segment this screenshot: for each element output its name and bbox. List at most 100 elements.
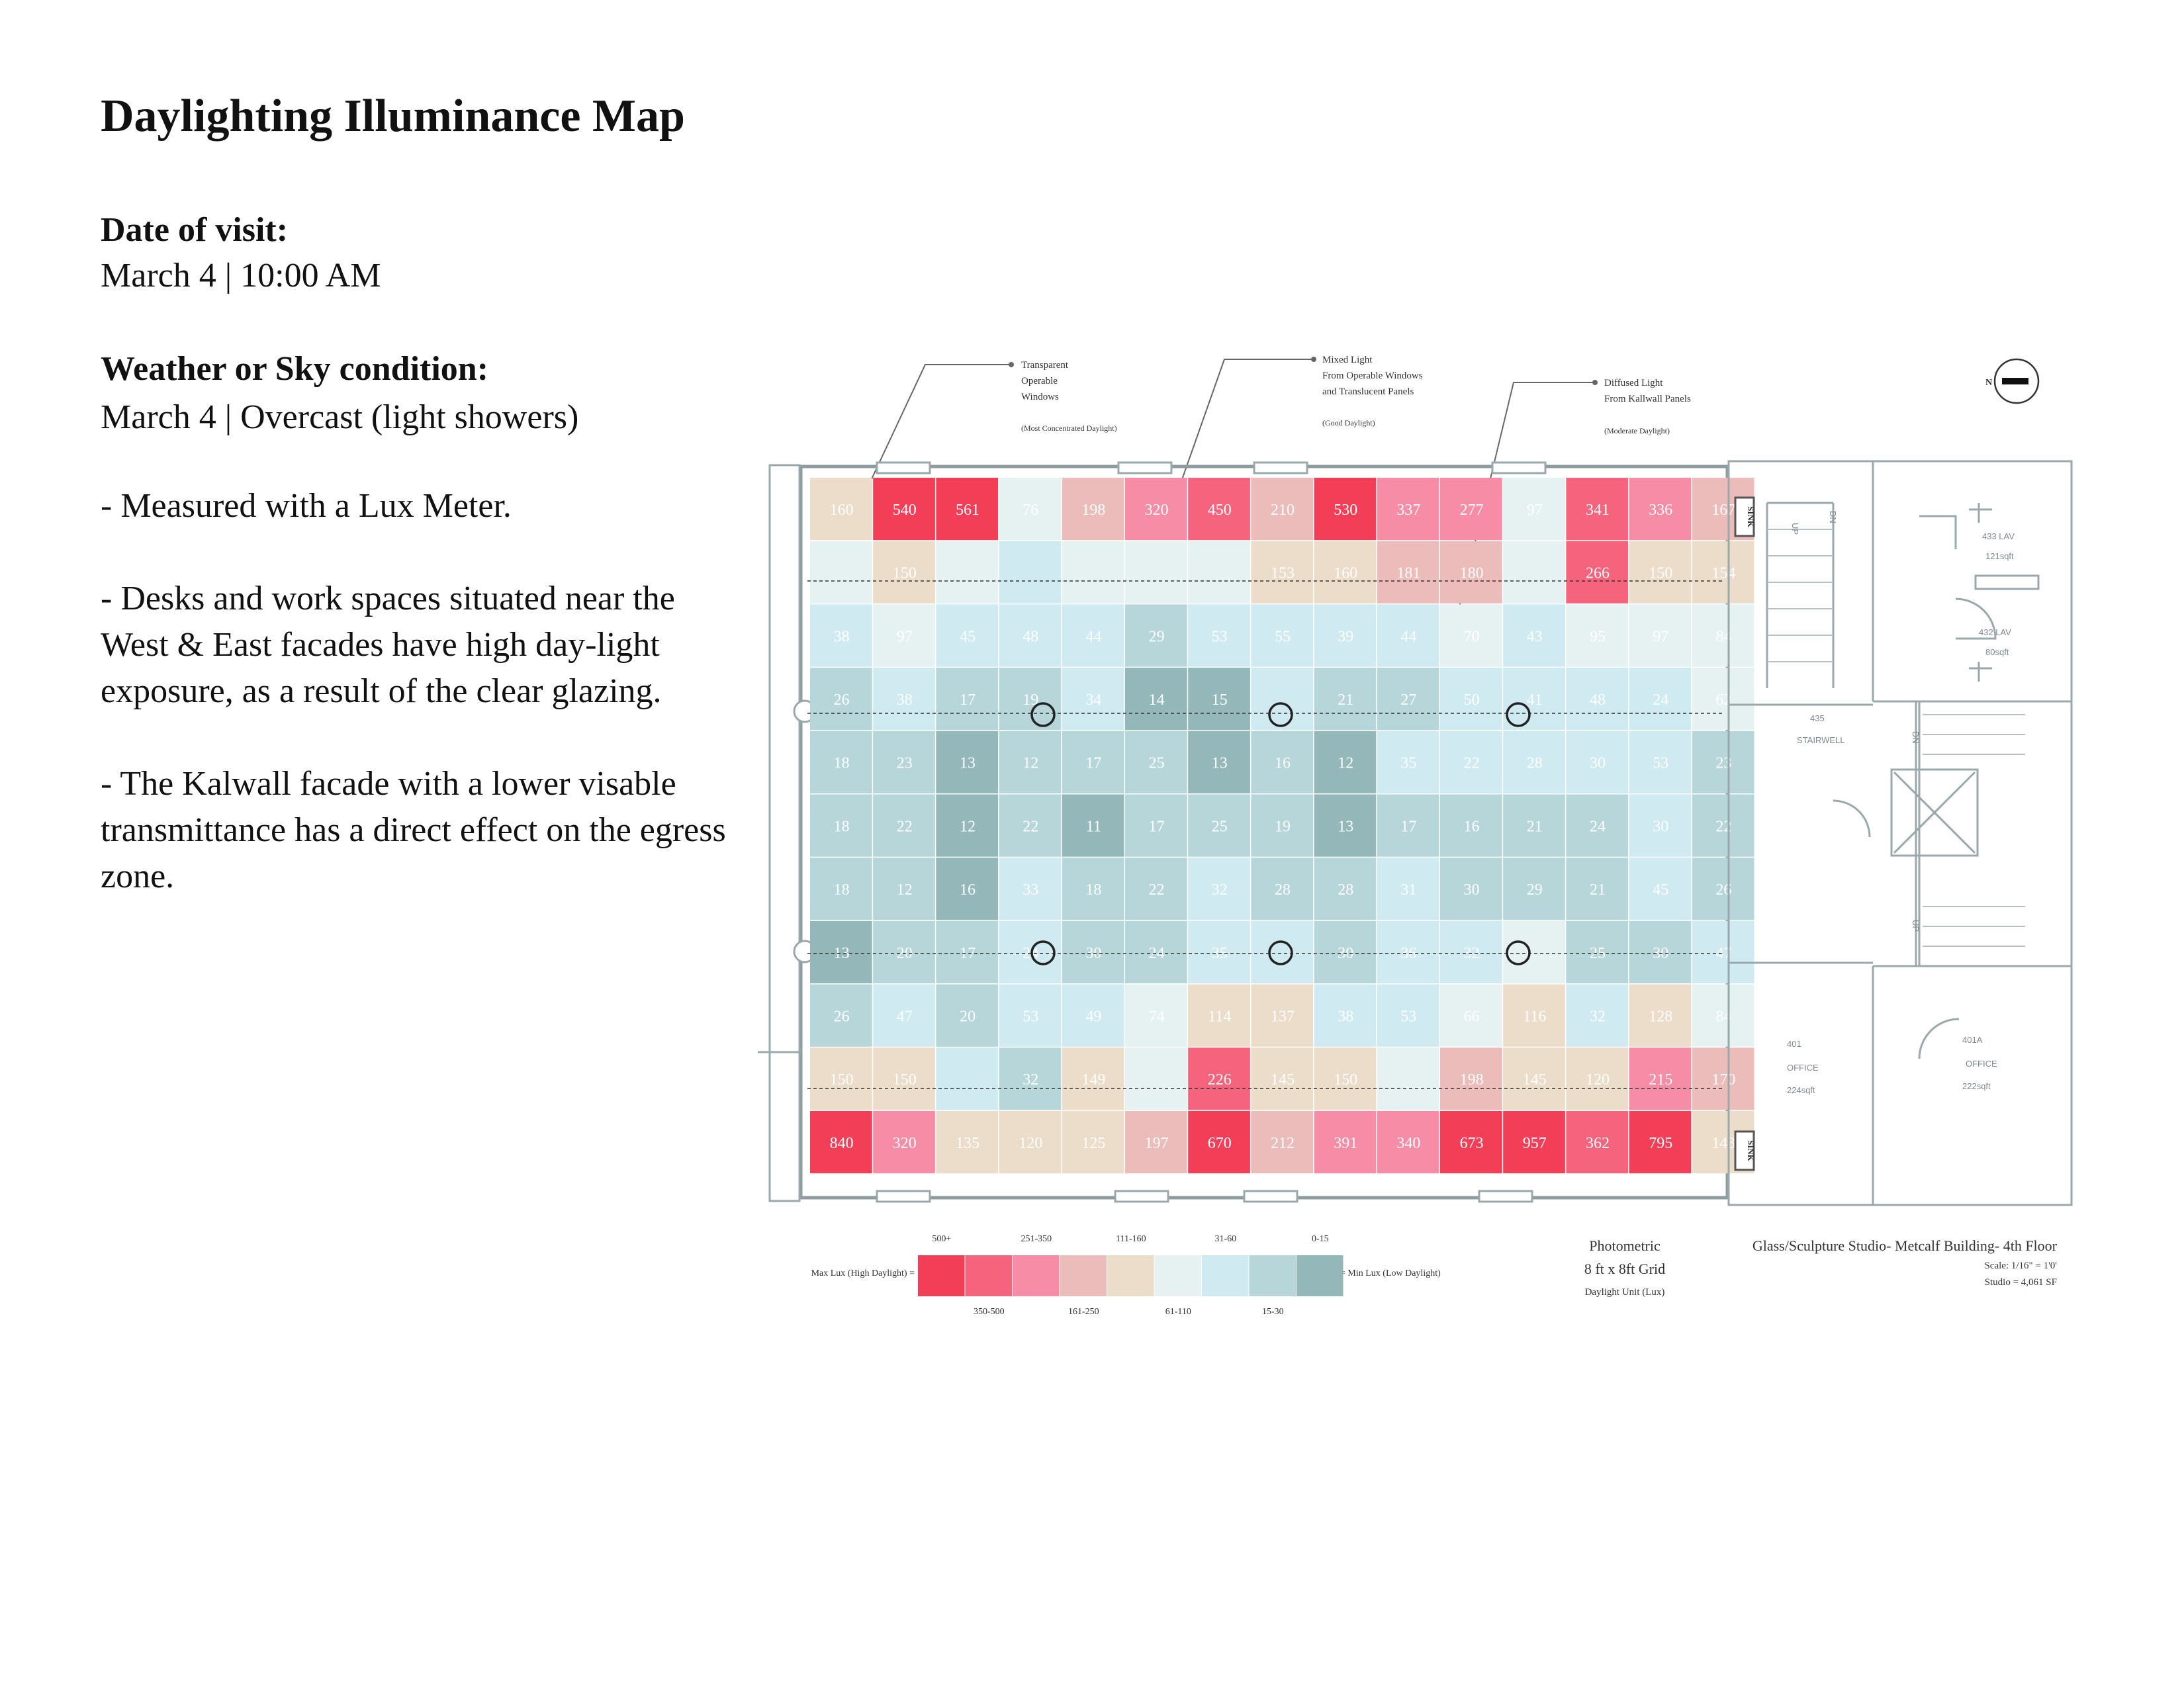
heatmap-cell-value: 530 (1334, 502, 1357, 519)
room-401-area: 224sqft (1787, 1085, 1815, 1095)
east-wing-plan (1727, 460, 2073, 1206)
heatmap-cell (1314, 1047, 1377, 1110)
heatmap-cell-value: 957 (1523, 1135, 1547, 1152)
heatmap-cell (810, 794, 872, 857)
heatmap-cell-value: 18 (834, 881, 850, 899)
heatmap-cell (1062, 794, 1124, 857)
heatmap-cell-value: 116 (1523, 1008, 1546, 1025)
heatmap-cell-value: 30 (1653, 818, 1668, 835)
annotation-3-note: (Moderate Daylight) (1604, 426, 1670, 435)
legend-swatch (1013, 1255, 1060, 1296)
sink-label-bottom: SINK (1746, 1140, 1756, 1162)
heatmap-cell (1440, 668, 1502, 731)
heatmap-cell (1314, 541, 1377, 603)
annotation-1-line-2: Operable (1021, 376, 1058, 386)
heatmap-cell (1377, 1047, 1439, 1110)
heatmap-cell-value: 181 (1396, 565, 1420, 582)
heatmap-cell (1314, 731, 1377, 793)
heatmap-cell (810, 731, 872, 793)
weather-label: Weather or Sky condition: (101, 350, 489, 388)
stair-down-label-1: DN (1828, 511, 1838, 523)
heatmap-cell-value: 97 (1653, 628, 1668, 645)
heatmap-cell-value: 66 (1464, 1008, 1480, 1025)
heatmap-cell (1251, 984, 1314, 1047)
heatmap-cell-value: 53 (1653, 755, 1668, 772)
heatmap-cell (999, 731, 1062, 793)
stair-down-label-2: DN (1911, 731, 1921, 744)
heatmap-cell-value: 20 (960, 1008, 976, 1025)
heatmap-cell-value: 32 (1023, 1071, 1038, 1088)
heatmap-cell-value: 16 (1275, 755, 1291, 772)
legend-range-label: 61-110 (1165, 1307, 1191, 1317)
heatmap-cell (1062, 731, 1124, 793)
room-432-name: 432 LAV (1979, 627, 2011, 637)
heatmap-cell (936, 604, 999, 667)
heatmap-cell-value: 226 (1208, 1071, 1232, 1088)
heatmap-cell-value: 340 (1396, 1135, 1420, 1152)
heatmap-cell-value: 150 (893, 565, 917, 582)
heatmap-cell (1125, 541, 1187, 603)
heatmap-cell (1251, 541, 1314, 603)
heatmap-cell (1314, 794, 1377, 857)
heatmap-cell (1314, 1111, 1377, 1174)
heatmap-cell-value: 149 (1081, 1071, 1105, 1088)
heatmap-cell-value: 150 (830, 1071, 854, 1088)
heatmap-cell (1314, 984, 1377, 1047)
heatmap-cell-value: 154 (1711, 565, 1735, 582)
heatmap-cell-value: 30 (1590, 755, 1606, 772)
room-435-name: STAIRWELL (1797, 735, 1844, 745)
heatmap-cell-value: 673 (1460, 1135, 1484, 1152)
heatmap-cell-value: 44 (1400, 628, 1416, 645)
heatmap-cell (1251, 604, 1314, 667)
annotation-3: Diffused Light From Kallwall Panels (Mod… (1604, 378, 1691, 435)
heatmap-cell-value: 16 (1464, 818, 1480, 835)
heatmap-cell-value: 19 (1275, 818, 1291, 835)
heatmap-cell-value: 362 (1586, 1135, 1610, 1152)
heatmap-cell (1629, 478, 1692, 541)
heatmap-cell-value: 145 (1523, 1071, 1547, 1088)
heatmap-cell (1692, 731, 1754, 793)
heatmap-cell (1440, 794, 1502, 857)
heatmap-cell-value: 23 (897, 755, 913, 772)
info-unit: Daylight Unit (Lux) (1585, 1287, 1665, 1298)
heatmap-cell-value: 16 (960, 881, 976, 899)
heatmap-cell-value: 53 (1400, 1008, 1416, 1025)
heatmap-cell-value: 21 (1590, 881, 1606, 899)
heatmap-cell-value: 32 (1590, 1008, 1606, 1025)
heatmap-cell (1566, 920, 1629, 984)
heatmap-cell (1629, 541, 1692, 603)
heatmap-cell (810, 668, 872, 731)
heatmap-cell (1629, 1111, 1692, 1174)
heatmap-cell-value: 153 (1271, 565, 1295, 582)
annotation-2-line-1: Mixed Light (1322, 355, 1373, 365)
heatmap-cell (1503, 1111, 1565, 1174)
heatmap-cell (1062, 1111, 1124, 1174)
heatmap-cell (1125, 984, 1187, 1047)
heatmap-cell-value: 11 (1086, 818, 1101, 835)
info-studio: Glass/Sculpture Studio- Metcalf Building… (1752, 1237, 2058, 1254)
room-401a-area: 222sqft (1962, 1081, 1991, 1091)
weather-value: March 4 | Overcast (light showers) (101, 398, 579, 436)
heatmap-cell-value: 150 (893, 1071, 917, 1088)
legend-range-label: 161-250 (1068, 1307, 1099, 1317)
visit-label: Date of visit: (101, 211, 289, 249)
heatmap-cell (1377, 920, 1439, 984)
legend-swatch (1249, 1255, 1296, 1296)
heatmap-cell-value: 320 (893, 1135, 917, 1152)
heatmap-cell (810, 1047, 872, 1110)
heatmap-cell-value: 17 (1149, 818, 1165, 835)
heatmap-cell-value: 41 (1527, 691, 1543, 709)
heatmap-cell (873, 858, 935, 920)
heatmap-cell (1251, 478, 1314, 541)
visit-value: March 4 | 10:00 AM (101, 257, 381, 294)
heatmap-cell (1314, 668, 1377, 731)
heatmap-cell (1566, 1047, 1629, 1110)
heatmap-cell-value: 28 (1527, 755, 1543, 772)
info-block: Photometric 8 ft x 8ft Grid Daylight Uni… (1584, 1237, 2058, 1298)
heatmap-cell (999, 1111, 1062, 1174)
note-2: - Desks and work spaces situated near th… (101, 580, 675, 710)
note-3: - The Kalwall facade with a lower visabl… (101, 765, 726, 895)
heatmap-cell (1251, 920, 1314, 984)
heatmap-cell-value: 17 (960, 945, 976, 962)
heatmap-cell-value: 120 (1586, 1071, 1610, 1088)
